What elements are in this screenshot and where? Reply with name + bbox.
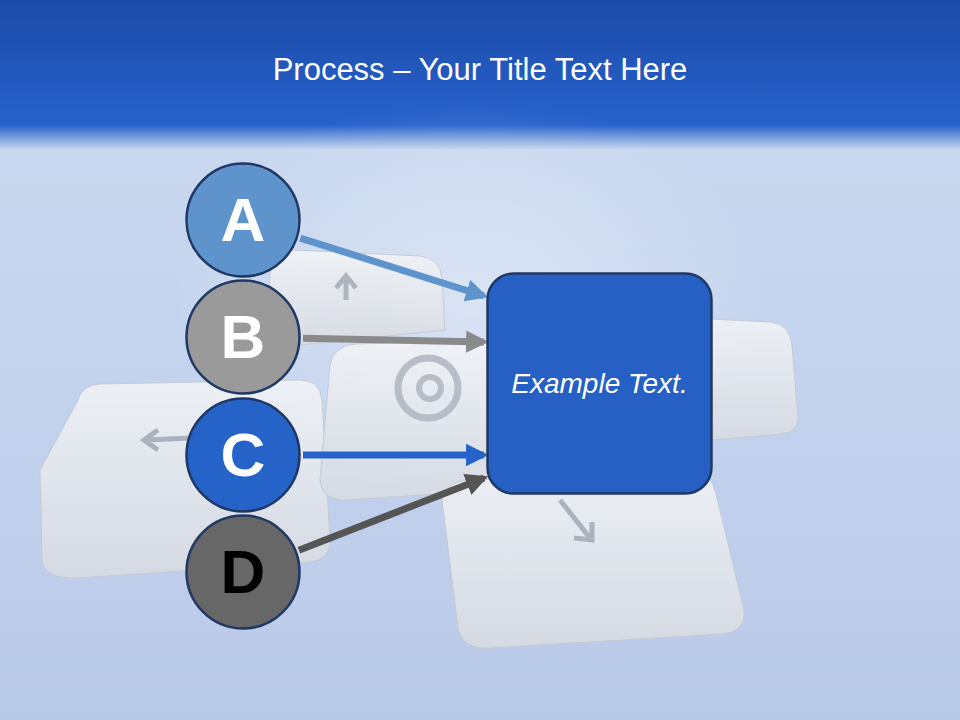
step-letter: D bbox=[221, 530, 266, 614]
arrow-connector bbox=[303, 338, 484, 342]
step-circle: A bbox=[185, 162, 301, 278]
slide-title: Process – Your Title Text Here bbox=[0, 52, 960, 88]
arrow-connector bbox=[299, 478, 484, 550]
box-text: Example Text. bbox=[511, 365, 687, 403]
step-circle: B bbox=[185, 279, 301, 395]
step-circle: D bbox=[185, 514, 301, 630]
step-letter: C bbox=[221, 413, 266, 497]
step-letter: B bbox=[221, 295, 266, 379]
step-circle: C bbox=[185, 397, 301, 513]
arrow-connector bbox=[303, 452, 484, 459]
process-box: Example Text. bbox=[486, 272, 713, 495]
arrow-connector bbox=[300, 238, 484, 296]
step-letter: A bbox=[221, 178, 266, 262]
